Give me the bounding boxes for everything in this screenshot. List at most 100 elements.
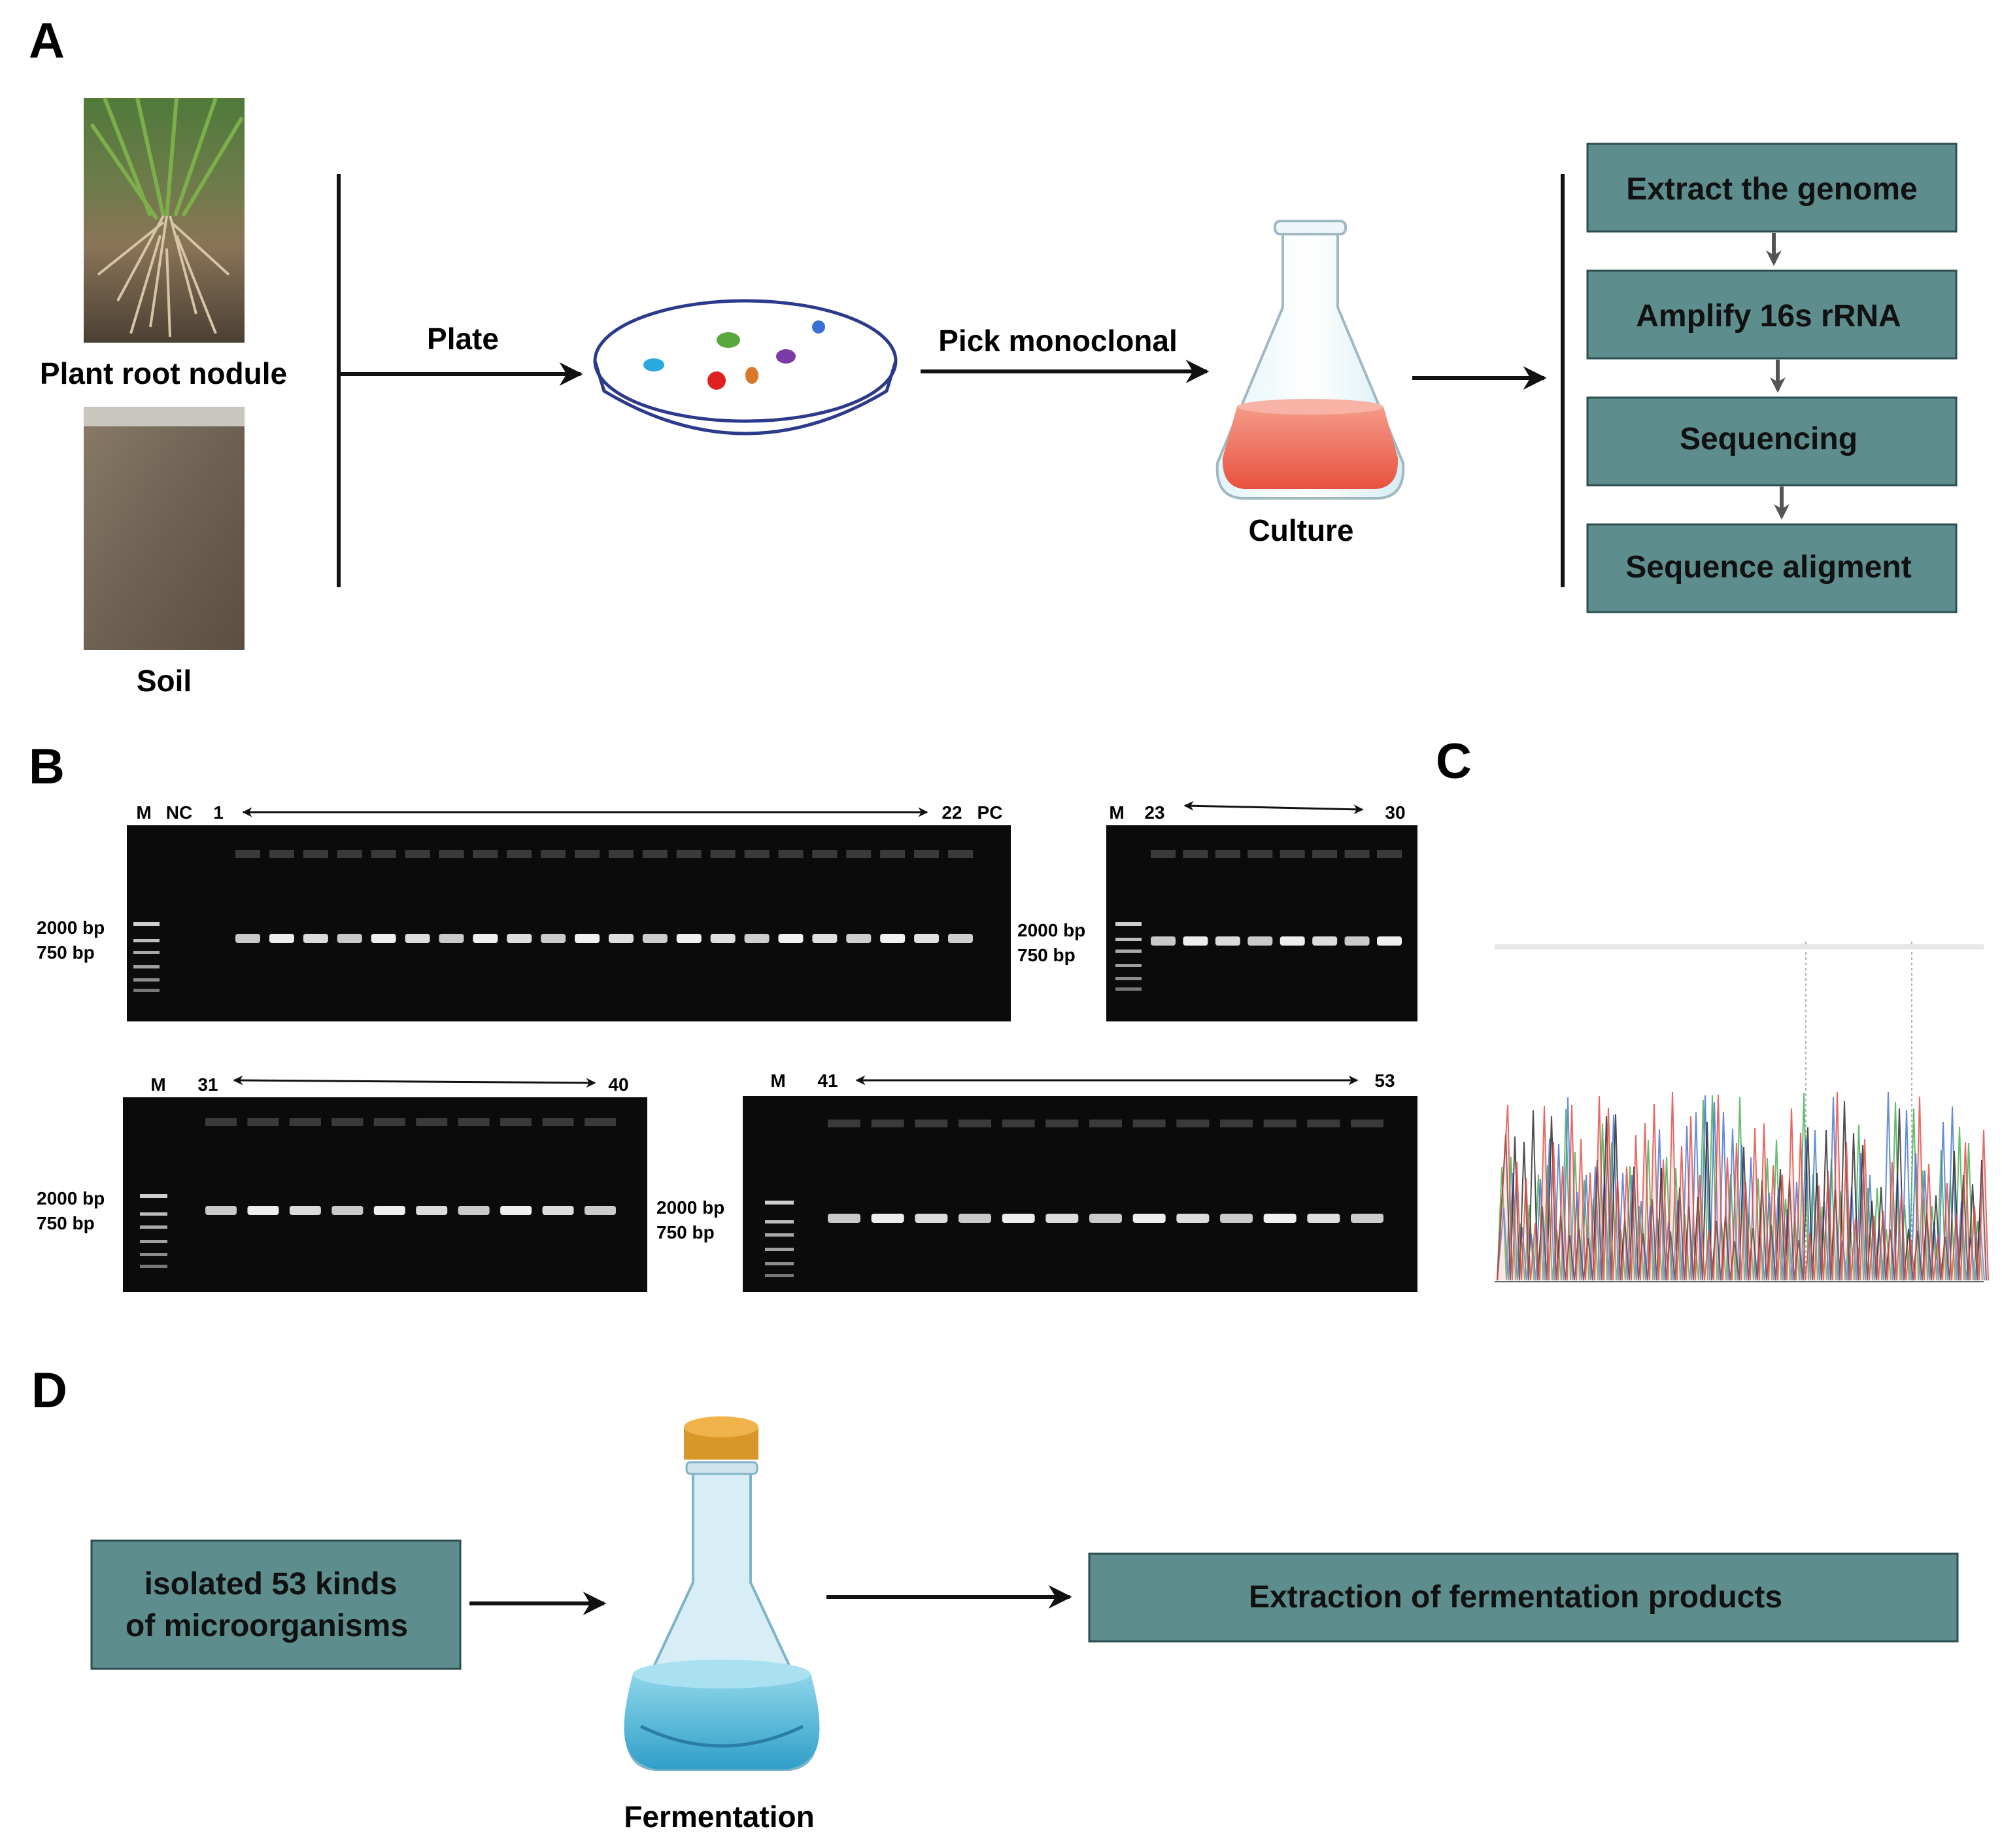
marker-2000bp-label: 2000 bp	[1017, 920, 1085, 940]
gel-band	[1307, 1214, 1340, 1223]
gel-image	[123, 1097, 647, 1292]
gel-well	[1351, 1120, 1383, 1127]
gel-well	[846, 850, 872, 858]
gel-well	[1132, 1120, 1166, 1127]
gel-band	[1089, 1214, 1122, 1223]
gel-3-band-lanes	[205, 1118, 616, 1215]
gel-well	[405, 850, 430, 858]
gel-well	[1045, 1120, 1079, 1127]
gel-band	[871, 1214, 904, 1223]
step-label: Sequencing	[1680, 422, 1858, 456]
lane-range-arrow	[1183, 800, 1364, 815]
gel-band	[608, 934, 634, 943]
panel-b-label: B	[29, 739, 65, 795]
gel-well	[331, 1118, 364, 1126]
gel-well	[373, 1118, 405, 1126]
gel-well	[871, 1120, 904, 1127]
output-box-extraction: Extraction of fermentation products	[1088, 1552, 1959, 1643]
gel-well	[1183, 850, 1208, 858]
gel-well	[948, 850, 973, 858]
gel-band	[1344, 936, 1370, 946]
gel-band	[473, 934, 498, 943]
gel-band	[507, 934, 532, 943]
gel-well	[247, 1118, 279, 1126]
gel-band	[405, 934, 430, 943]
gel-well	[500, 1118, 532, 1126]
gel-band	[1312, 936, 1338, 946]
soil-photo	[84, 407, 245, 650]
gel-well	[1280, 850, 1305, 858]
gel-band	[373, 1206, 405, 1215]
gel-band	[959, 1214, 991, 1223]
lane-label-marker: M	[150, 1074, 165, 1095]
gel-well	[828, 1120, 860, 1127]
lane-label-last: 40	[608, 1074, 628, 1095]
gel-band	[269, 934, 294, 943]
input-line-1: isolated 53 kinds	[144, 1567, 398, 1601]
marker-2000bp-label: 2000 bp	[37, 917, 105, 938]
input-line-2: of microorganisms	[126, 1609, 408, 1643]
gel-band	[1247, 936, 1273, 946]
gel-well	[1247, 850, 1273, 858]
plant-root-photo	[84, 97, 245, 343]
gel-well	[778, 850, 804, 858]
lane-label-last: 22	[942, 802, 962, 823]
soil-label: Soil	[137, 664, 192, 698]
gel-well	[1312, 850, 1338, 858]
plant-root-nodule-label: Plant root nodule	[40, 356, 287, 390]
gel-well	[416, 1118, 448, 1126]
lane-range-arrow	[233, 1075, 596, 1088]
gel-band	[948, 934, 973, 943]
gel-well	[914, 850, 940, 858]
gel-band	[331, 1206, 364, 1215]
gel-well	[1002, 1120, 1035, 1127]
step-label: Extract the genome	[1626, 172, 1917, 207]
gel-band	[1183, 936, 1208, 946]
gel-band	[778, 934, 804, 943]
gel-well	[303, 850, 328, 858]
gel-4: M 41 53 2000 bp 750 bp	[656, 1070, 1417, 1292]
step-label: Amplify 16s rRNA	[1636, 299, 1901, 334]
fermentation-flask-icon	[624, 1416, 820, 1771]
gel-band	[1045, 1214, 1079, 1223]
gel-band	[1176, 1214, 1210, 1223]
gel-band	[371, 934, 396, 943]
gel-well	[1344, 850, 1370, 858]
lane-label-first: 41	[817, 1070, 838, 1091]
gel-well	[542, 1118, 574, 1126]
marker-750bp-label: 750 bp	[656, 1222, 715, 1242]
ladder-lane	[133, 922, 160, 992]
lane-label-first: 23	[1144, 802, 1164, 823]
gel-well	[473, 850, 498, 858]
gel-well	[710, 850, 736, 858]
gel-well	[1377, 850, 1402, 858]
panel-a-label: A	[29, 13, 65, 69]
gel-band	[642, 934, 668, 943]
gel-band	[247, 1206, 279, 1215]
gel-well	[289, 1118, 321, 1126]
gel-band	[1377, 936, 1402, 946]
gel-2: M 23 30 2000 bp 750 bp	[1017, 800, 1417, 1021]
gel-band	[1132, 1214, 1166, 1223]
gel-well	[269, 850, 294, 858]
ladder-lane	[1115, 922, 1142, 991]
step-box-sequence-alignment: Sequence aligment	[1586, 523, 1958, 613]
gel-well	[959, 1120, 991, 1127]
gel-well	[337, 850, 362, 858]
lane-label-last: 30	[1385, 802, 1405, 823]
gel-4-band-lanes	[828, 1120, 1383, 1223]
gel-band	[812, 934, 838, 943]
lane-label-nc: NC	[166, 802, 192, 823]
gel-well	[676, 850, 702, 858]
gel-well	[744, 850, 770, 858]
marker-2000bp-label: 2000 bp	[656, 1197, 724, 1218]
gel-well	[585, 1118, 616, 1126]
gel-band	[500, 1206, 532, 1215]
gel-well	[1089, 1120, 1122, 1127]
pick-monoclonal-label: Pick monoclonal	[938, 324, 1178, 358]
gel-1-band-lanes	[235, 850, 973, 943]
step-box-extract-genome: Extract the genome	[1586, 143, 1958, 233]
gel-band	[205, 1206, 237, 1215]
gel-band	[915, 1214, 948, 1223]
